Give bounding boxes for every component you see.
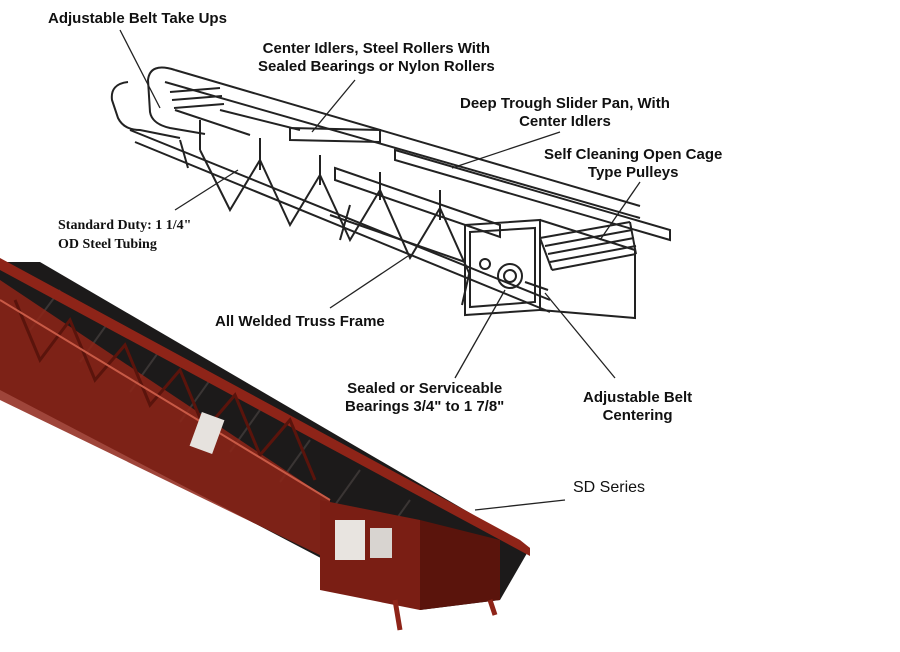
leader-lines bbox=[119, 29, 641, 511]
label-belt-centering: Adjustable Belt Centering bbox=[583, 389, 693, 424]
label-belt-take-ups: Adjustable Belt Take Ups bbox=[48, 10, 227, 27]
label-slider-pan: Deep Trough Slider Pan, With Center Idle… bbox=[460, 95, 670, 130]
schematic-frame bbox=[110, 66, 671, 320]
label-sd-series: SD Series bbox=[573, 479, 646, 496]
label-steel-tubing: Standard Duty: 1 1/4" OD Steel Tubing bbox=[58, 218, 192, 252]
label-truss-frame: All Welded Truss Frame bbox=[215, 313, 385, 330]
sd-series-conveyor-photo bbox=[0, 258, 530, 631]
label-center-idlers: Center Idlers, Steel Rollers With Sealed… bbox=[258, 40, 495, 75]
label-bearings: Sealed or Serviceable Bearings 3/4" to 1… bbox=[345, 380, 505, 415]
label-open-cage-pulleys: Self Cleaning Open Cage Type Pulleys bbox=[544, 146, 723, 181]
